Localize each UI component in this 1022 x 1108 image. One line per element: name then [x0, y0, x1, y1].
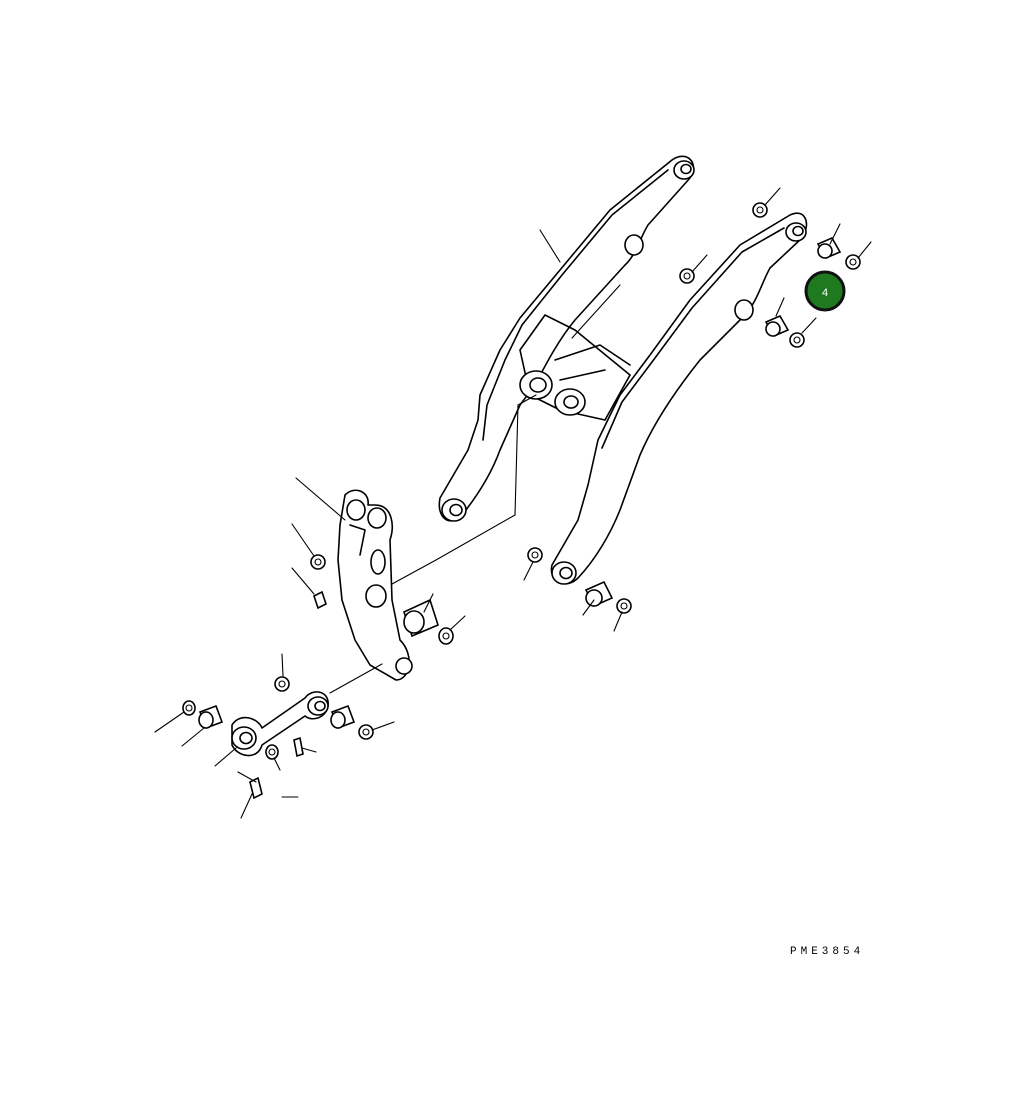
callout-label: 4 [822, 287, 828, 299]
leader-lines [154, 187, 872, 819]
callout-circle[interactable] [804, 270, 846, 312]
hardware-parts [182, 202, 861, 800]
boom-cross-tube [519, 314, 631, 421]
drawing-code: PME3854 [790, 946, 865, 958]
right-boom-arm [550, 212, 808, 585]
bellcrank [337, 489, 413, 681]
bucket-link [231, 691, 329, 757]
left-boom-arm [438, 155, 695, 522]
callout-4[interactable]: 4 [804, 270, 846, 312]
